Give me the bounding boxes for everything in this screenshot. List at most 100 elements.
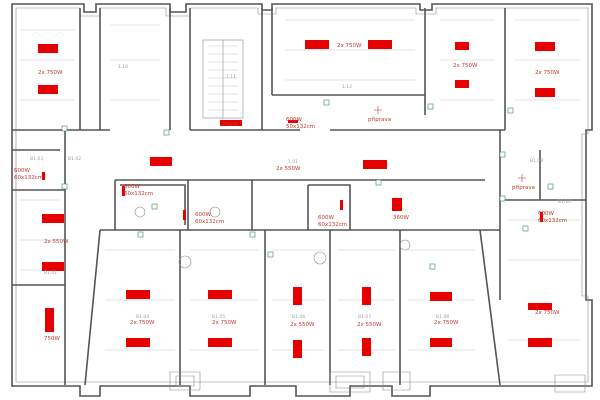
- exit-sign-icon: [323, 99, 330, 106]
- exit-sign-icon: [137, 231, 144, 238]
- heater-icon: [305, 40, 329, 49]
- heater-label: 2x 750W: [130, 320, 155, 326]
- heater-icon: [42, 262, 64, 271]
- entrance-steps: [169, 371, 586, 393]
- heater-icon: [126, 338, 150, 347]
- heater-icon: [42, 214, 64, 223]
- water-taps: [374, 106, 526, 182]
- exit-sign-icon: [61, 125, 68, 132]
- heater-icon: [392, 198, 402, 211]
- bath-heater-label: 600W: [124, 184, 140, 190]
- heater-label: 360W: [393, 215, 409, 221]
- heater-labels: 2x 750W 2x 750W 2x 750W 2x 750W 750W 2x …: [14, 43, 567, 342]
- exit-sign-icon: [499, 151, 506, 158]
- room-number: B1.04: [136, 314, 149, 320]
- bath-heater-label: 600W: [318, 215, 334, 221]
- exit-sign-icon: [427, 103, 434, 110]
- bath-heater-size: 60x132cm: [195, 219, 224, 225]
- exit-sign-icon: [163, 129, 170, 136]
- heater-icon: [363, 160, 387, 169]
- room-number: B1.05: [212, 314, 225, 320]
- exit-sign-icon: [151, 203, 158, 210]
- furniture-lines: [20, 19, 580, 351]
- room-number: B1.03: [30, 156, 43, 162]
- bath-heater-label: 600W: [286, 117, 302, 123]
- staircase: [202, 39, 244, 119]
- heater-label: 2x 750W: [535, 70, 560, 76]
- room-number: B1.01: [44, 270, 57, 276]
- water-tap-icon: [518, 174, 526, 182]
- water-tap-icon: [374, 106, 382, 114]
- room-number: 1.01: [288, 159, 298, 165]
- room-number: B1.07: [358, 314, 371, 320]
- heater-label: 2x 550W: [276, 166, 301, 172]
- bath-heater-size: 50x132cm: [286, 124, 315, 130]
- heater-icon: [368, 40, 392, 49]
- heater-icon: [126, 290, 150, 299]
- heater-label: 2x 750W: [337, 43, 362, 49]
- heater-icon: [208, 290, 232, 299]
- heater-icon: [362, 287, 371, 305]
- heater-label: 2x 550W: [357, 322, 382, 328]
- water-label: přípravа: [368, 116, 391, 123]
- heater-label: 2x 550W: [44, 239, 69, 245]
- heater-icon: [535, 42, 555, 51]
- bath-heater-size: 60x132cm: [124, 191, 153, 197]
- heater-icon: [362, 338, 371, 356]
- heater-label: 2x 550W: [290, 322, 315, 328]
- heater-icon: [430, 292, 452, 301]
- exit-sign-icon: [375, 179, 382, 186]
- exit-sign-icon: [499, 195, 506, 202]
- room-number: B1.08: [436, 314, 449, 320]
- heater-icon: [528, 303, 552, 310]
- heater-icon: [540, 212, 543, 222]
- exit-sign-icon: [507, 107, 514, 114]
- heater-icon: [150, 157, 172, 166]
- exit-sign-icon: [429, 263, 436, 270]
- heater-icon: [528, 338, 552, 347]
- heater-icon: [38, 85, 58, 94]
- bath-heater-label: 600W: [538, 211, 554, 217]
- heater-icon: [430, 338, 452, 347]
- bath-heater-label: 600W: [195, 212, 211, 218]
- exit-sign-icon: [547, 183, 554, 190]
- exit-sign-icon: [61, 183, 68, 190]
- heater-label: 2x 750W: [535, 310, 560, 316]
- exit-sign-icon: [522, 225, 529, 232]
- interior-walls: [12, 8, 586, 386]
- heater-icon: [340, 200, 343, 210]
- bath-heater-size: 60x132cm: [538, 218, 567, 224]
- heater-icon: [288, 120, 298, 123]
- heater-label: 2x 750W: [38, 70, 63, 76]
- heater-icon: [535, 88, 555, 97]
- heaters: [38, 40, 555, 358]
- room-numbers: 1.10 1.11 1.12 B1.03 B1.02 B1.01 1.01 B1…: [30, 64, 571, 320]
- room-number: B1.09: [530, 158, 543, 164]
- bath-heater-label: 600W: [14, 168, 30, 174]
- exit-signs: [61, 99, 554, 270]
- heater-label: 750W: [222, 122, 238, 128]
- heater-label: 2x 750W: [212, 320, 237, 326]
- room-number: 1.11: [226, 74, 236, 80]
- room-number: 1.12: [342, 84, 352, 90]
- heater-icon: [208, 338, 232, 347]
- heater-icon: [122, 186, 125, 196]
- exit-sign-icon: [249, 231, 256, 238]
- heater-icon: [38, 44, 58, 53]
- towel-rails: [42, 120, 543, 222]
- heater-label: 2x 750W: [453, 63, 478, 69]
- heater-icon: [183, 210, 186, 220]
- heater-label: 2x 750W: [434, 320, 459, 326]
- room-number: B1.10: [558, 199, 571, 205]
- exit-sign-icon: [267, 251, 274, 258]
- heater-icon: [42, 172, 45, 180]
- water-label: přípravа: [512, 184, 535, 191]
- heater-icon: [455, 42, 469, 50]
- heater-icon: [455, 80, 469, 88]
- heater-icon: [293, 287, 302, 305]
- heater-icon: [220, 120, 242, 126]
- heater-label: 750W: [44, 336, 60, 342]
- room-number: B1.02: [68, 156, 81, 162]
